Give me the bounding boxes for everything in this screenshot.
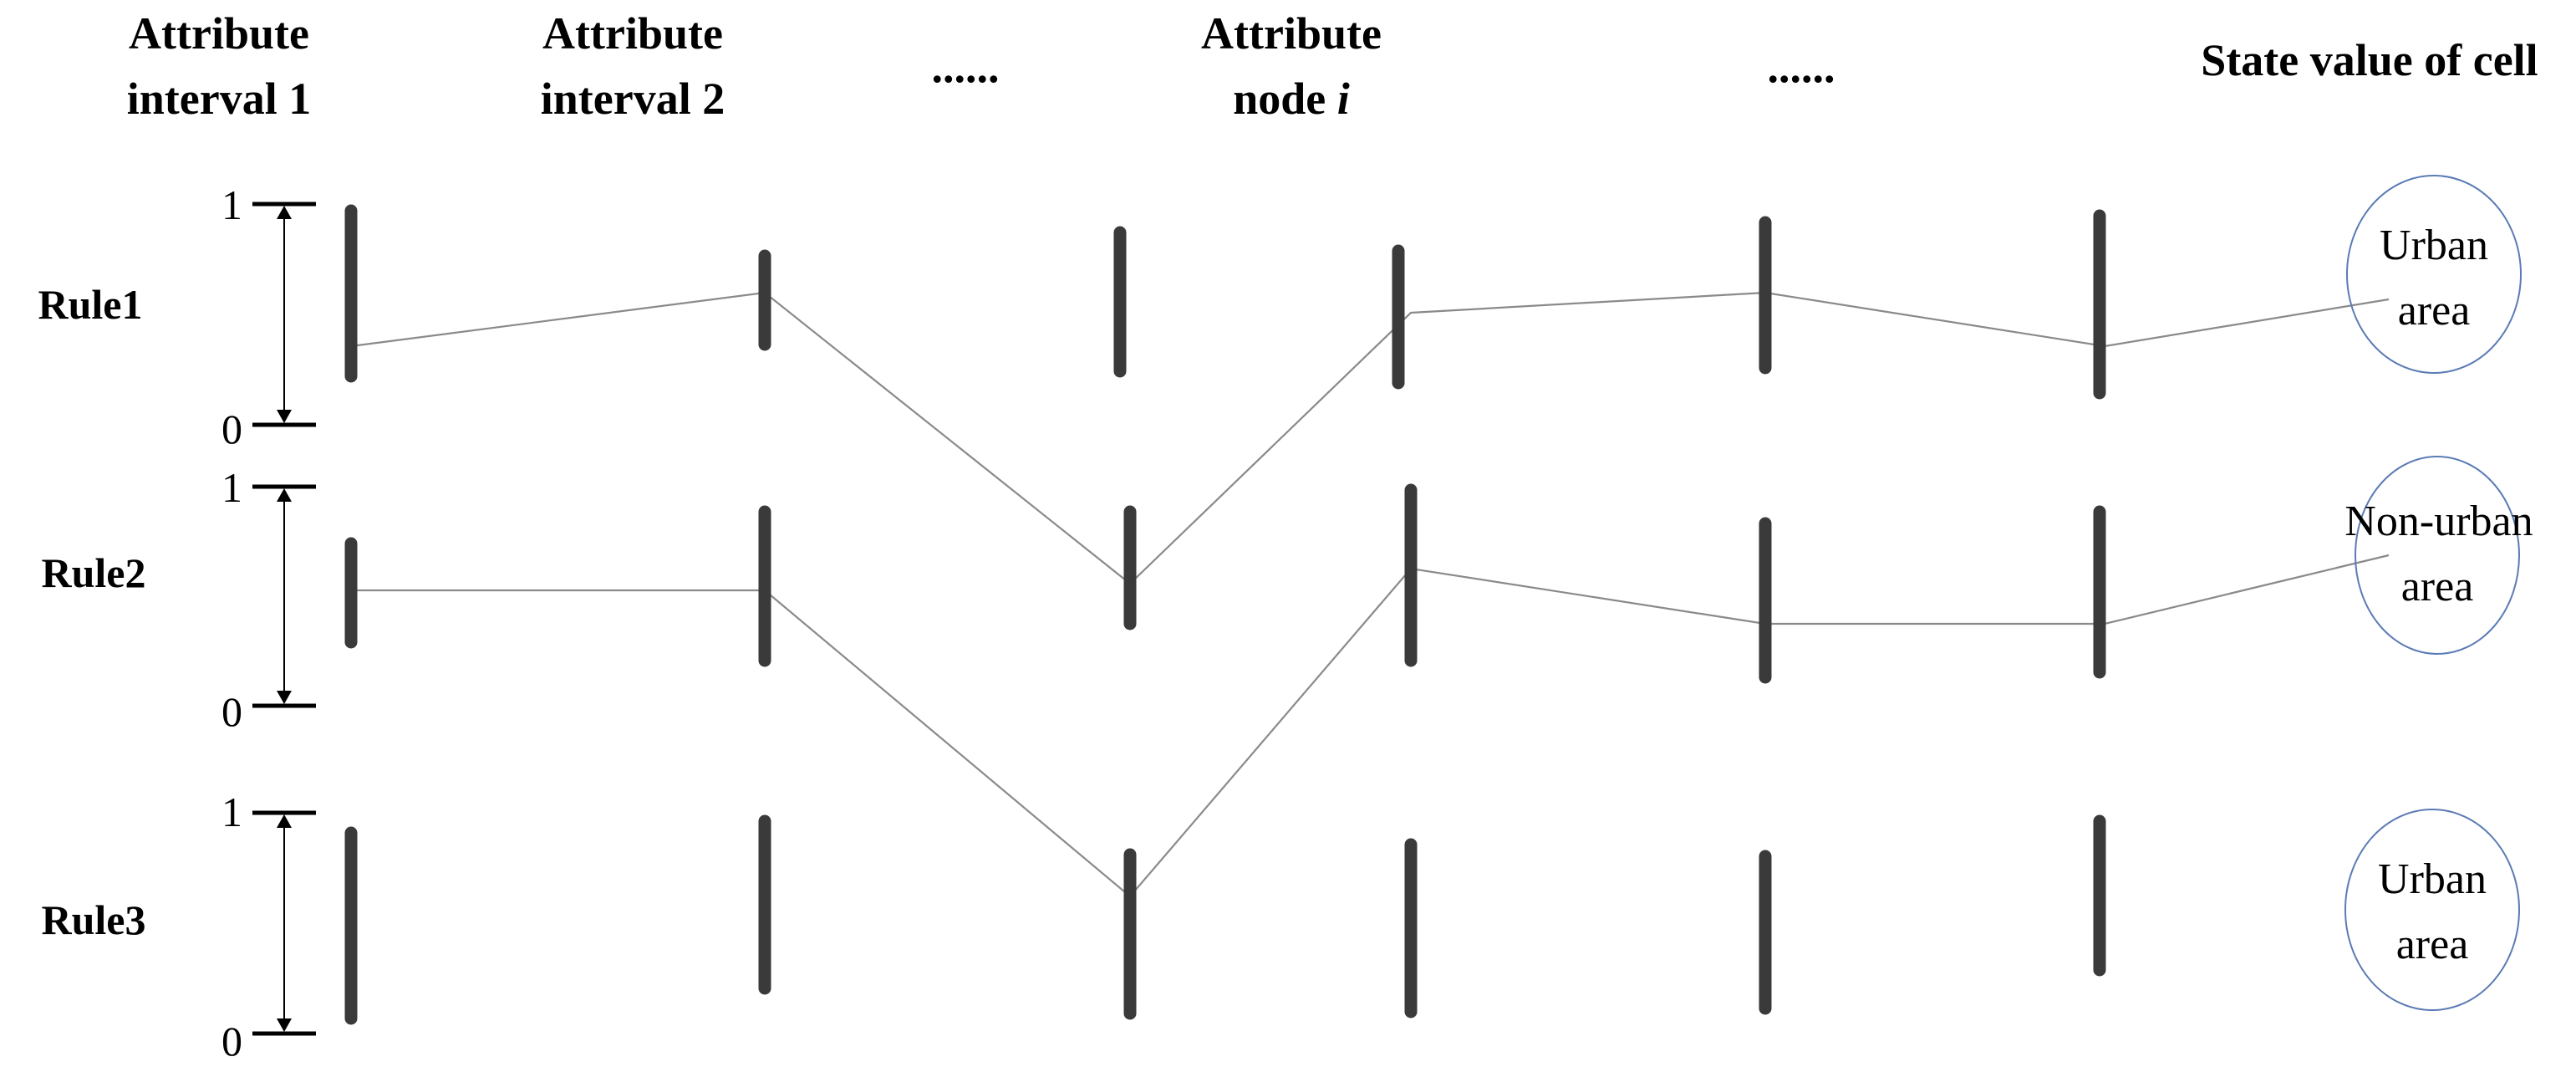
state-ellipse-rule-2 (2355, 456, 2520, 655)
axis-3-top-label: 1 (221, 789, 242, 835)
state-ellipse-rule-1 (2346, 175, 2522, 374)
rule-labels: Rule1 Rule2 Rule3 (38, 281, 146, 943)
value-axis-rule-2: 1 0 (221, 464, 316, 735)
header-attribute-interval-2-line1: Attribute (542, 8, 723, 59)
axis-2-top-label: 1 (221, 464, 242, 511)
header-ellipsis-left: ...... (932, 42, 1000, 92)
header-ellipsis-right: ...... (1768, 42, 1835, 92)
axis-3-arrow-down (277, 1018, 292, 1032)
rule-paths (350, 291, 2390, 898)
state-rule-3-line2: area (2396, 921, 2469, 968)
rule-1-path (350, 291, 2390, 585)
state-rule-3-line1: Urban (2378, 855, 2487, 903)
header-attribute-interval-1-line2: interval 1 (127, 74, 311, 124)
rule-3-label: Rule3 (42, 896, 146, 943)
axis-2-bottom-label: 0 (221, 688, 242, 735)
value-axis-rule-3: 1 0 (221, 789, 316, 1064)
axis-3-bottom-label: 0 (221, 1018, 242, 1064)
state-rule-3: Urban area (2344, 809, 2520, 1011)
state-rule-1: Urban area (2346, 175, 2522, 374)
axis-1-bottom-label: 0 (221, 406, 242, 452)
axis-1-arrow-down (277, 410, 292, 423)
state-ellipse-rule-3 (2344, 809, 2520, 1011)
axis-1-arrow-up (277, 206, 292, 219)
header-node-prefix: node (1233, 74, 1337, 124)
attribute-bars-rule-2 (344, 483, 2106, 684)
attribute-bars-rule-3 (344, 814, 2106, 1025)
rule-2-path (351, 554, 2390, 898)
state-rule-1-line2: area (2398, 287, 2471, 334)
attribute-bars-rule-1 (344, 204, 2106, 400)
state-rule-2: Non-urban area (2344, 456, 2533, 655)
axis-2-arrow-up (277, 488, 292, 502)
value-axis-rule-1: 1 0 (221, 181, 316, 452)
header-attribute-interval-2-line2: interval 2 (541, 74, 725, 124)
header-state-value-of-cell: State value of cell (2201, 35, 2538, 85)
rule-2-label: Rule2 (42, 549, 146, 596)
header-attribute-node-i-line2: node i (1233, 74, 1350, 124)
axis-2-arrow-down (277, 691, 292, 704)
state-rule-2-line1: Non-urban (2344, 498, 2533, 545)
header-attribute-node-i-line1: Attribute (1201, 8, 1382, 59)
rule-1-label: Rule1 (38, 281, 143, 328)
header-node-variable: i (1337, 74, 1350, 124)
column-headers: Attribute interval 1 Attribute interval … (127, 8, 2538, 124)
axis-3-arrow-up (277, 814, 292, 828)
state-rule-2-line2: area (2401, 563, 2474, 610)
header-attribute-interval-1-line1: Attribute (129, 8, 309, 59)
axis-1-top-label: 1 (221, 181, 242, 228)
state-rule-1-line1: Urban (2380, 222, 2488, 269)
